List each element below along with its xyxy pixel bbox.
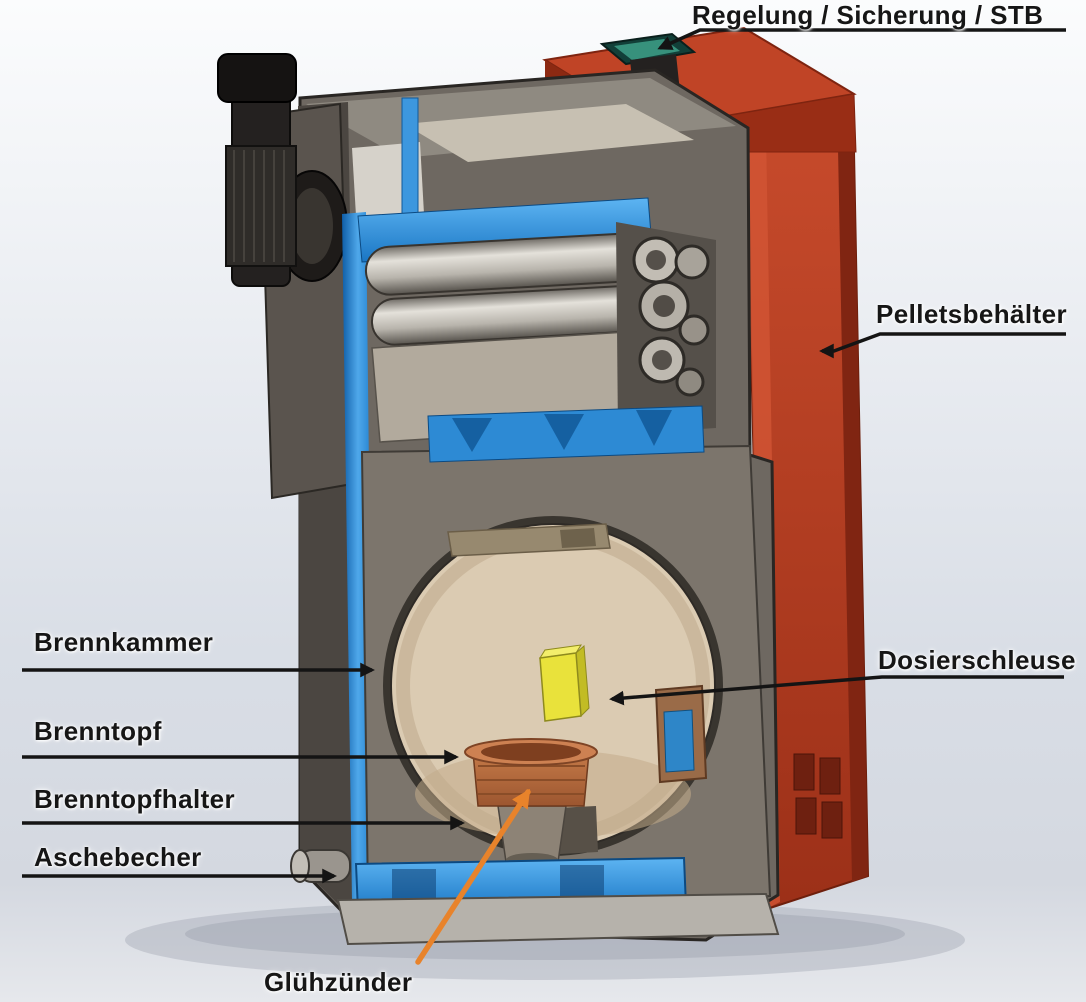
flue-texture — [233, 150, 285, 262]
label-pelletsbehaelter: Pelletsbehälter — [876, 299, 1067, 329]
hopper-edge-shade — [838, 148, 868, 882]
base-plinth — [336, 892, 780, 946]
tube-end — [674, 244, 710, 280]
flue-port-inner — [291, 188, 333, 264]
drain-stub-end — [290, 849, 310, 883]
label-brennkammer: Brennkammer — [34, 627, 214, 657]
hopper-vents — [793, 753, 843, 839]
leader-regelung — [657, 28, 1066, 50]
flue-cap — [217, 53, 297, 103]
label-gluehzuender: Glühzünder — [264, 967, 413, 997]
dosing-sluice-unit — [539, 644, 590, 722]
flue-pipe-insulation — [225, 145, 297, 267]
duct-blue-insert — [663, 709, 695, 773]
leader-dosierschleuse — [609, 675, 1064, 706]
heat-exchanger-section — [342, 97, 716, 902]
label-aschebecher: Aschebecher — [34, 842, 202, 872]
label-brenntopfhalter: Brenntopfhalter — [34, 784, 235, 814]
blue-pillar — [401, 97, 419, 217]
label-dosierschleuse: Dosierschleuse — [878, 645, 1076, 675]
tube-end — [675, 367, 705, 397]
dosing-front — [539, 652, 582, 722]
leader-lines — [22, 28, 1066, 884]
burner-pot-opening — [481, 743, 581, 761]
tube-end — [678, 314, 710, 346]
water-jacket-mid-band — [427, 405, 705, 463]
label-regelung-sicherung-stb: Regelung / Sicherung / STB — [692, 0, 1044, 30]
burner-pot-assembly — [464, 738, 598, 867]
burner-pot-ribs — [477, 765, 585, 795]
flue-assembly — [217, 53, 354, 500]
leader-gluehzuender-arrow — [415, 788, 531, 965]
tube-end-cluster — [616, 222, 716, 434]
pot-back-bracket — [556, 806, 598, 854]
chamber-side-duct — [654, 684, 708, 784]
leader-pelletsbehaelter — [819, 332, 1066, 359]
chamber-top-block — [560, 528, 596, 548]
label-brenntopf: Brenntopf — [34, 716, 162, 746]
body-top-inset — [404, 104, 694, 162]
base-section — [290, 849, 780, 946]
